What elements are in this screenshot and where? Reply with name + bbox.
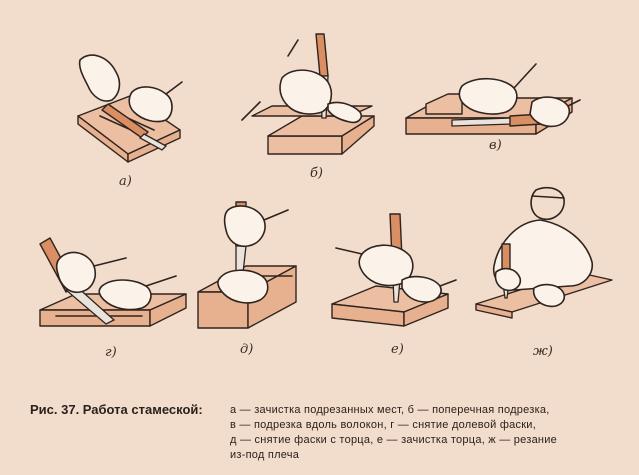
- illustration-zh: [475, 186, 613, 319]
- panel-label-b: б): [310, 166, 324, 181]
- panel-label-a: а): [119, 174, 132, 189]
- illustration-d: [197, 201, 297, 329]
- illustration-v: [405, 63, 581, 135]
- caption-line: а — зачистка подрезанных мест, б — попер…: [230, 404, 550, 416]
- panel-label-g: г): [105, 345, 117, 360]
- illustration-a: [77, 54, 183, 163]
- panel-label-d: д): [240, 342, 254, 357]
- illustration-g: [39, 237, 187, 327]
- figure-caption-title: Рис. 37. Работа стамеской:: [30, 402, 203, 417]
- illustration-b: [241, 33, 375, 155]
- illustration-e: [331, 213, 457, 327]
- panel-label-zh: ж): [533, 344, 553, 359]
- caption-line: в — подрезка вдоль волокон, г — снятие д…: [230, 419, 537, 431]
- figure-caption-text: а — зачистка подрезанных мест, б — попер…: [230, 403, 620, 463]
- panel-label-v: в): [489, 138, 502, 153]
- panel-label-e: е): [391, 342, 404, 357]
- caption-line: из-под плеча: [230, 449, 300, 461]
- caption-line: д — снятие фаски с торца, е — зачистка т…: [230, 434, 558, 446]
